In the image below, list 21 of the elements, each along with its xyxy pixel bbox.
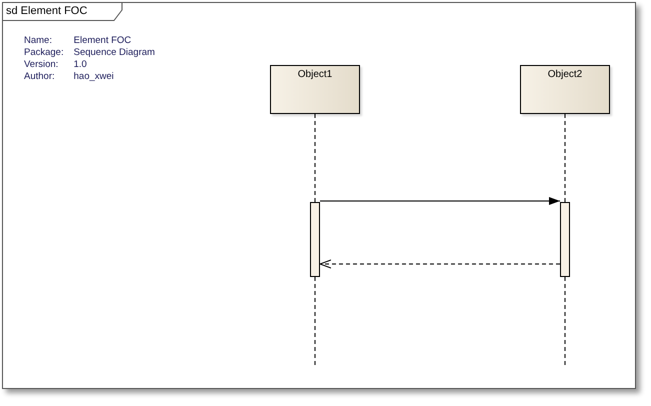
property-name: Name: [24,35,53,47]
activation-bar [560,202,570,277]
property-name: Author: [24,71,56,83]
message-arrow [320,197,560,205]
lifeline [314,276,316,366]
frame-title: sd Element FOC [6,4,88,18]
return-message-arrow [320,260,560,268]
lifeline [314,114,316,202]
property-name: Package: [24,47,64,59]
object-name: Object2 [548,69,582,81]
lifeline [564,276,566,366]
property-value: Sequence Diagram [74,47,155,59]
object-box [270,65,360,114]
activation-bar [310,202,320,277]
property-value: Element FOC [74,35,132,47]
property-name: Version: [24,59,60,71]
object-box [520,65,610,114]
property-value: hao_xwei [74,71,115,83]
lifeline [564,114,566,202]
property-value: 1.0 [74,59,88,71]
object-name: Object1 [298,69,332,81]
